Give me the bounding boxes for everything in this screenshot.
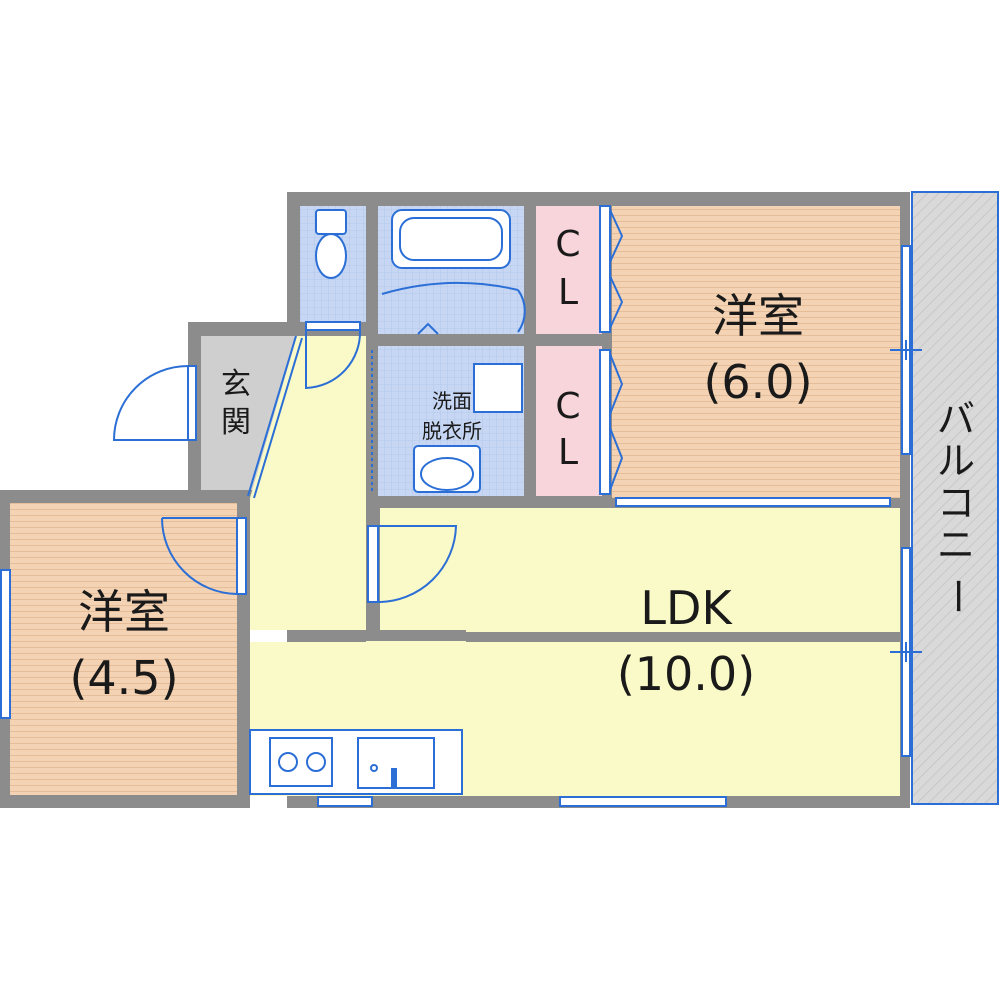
ldk-door-leaf xyxy=(367,525,379,603)
balcony-char-1: バ xyxy=(937,397,975,441)
fixtures xyxy=(249,209,526,795)
washroom-label-bottom: 脱衣所 xyxy=(422,419,482,443)
partition-wall xyxy=(366,630,466,641)
balcony-char-5: ー xyxy=(935,577,979,615)
western-room-small-floor xyxy=(10,503,237,795)
closet-lower-label-top: C xyxy=(555,386,580,427)
window-small-room-west xyxy=(0,569,11,719)
wash-basin-bowl xyxy=(420,457,474,491)
toilet-bowl xyxy=(315,233,347,279)
balcony-char-2: ル xyxy=(937,439,975,483)
entrance-label-top: 玄 xyxy=(221,367,251,402)
closet-upper-label-bottom: L xyxy=(558,272,578,313)
sink-drain xyxy=(370,764,378,772)
bathtub-inner xyxy=(399,217,503,261)
closet-upper-door xyxy=(599,205,611,333)
window-kitchen-south xyxy=(317,796,373,807)
closet-upper-floor xyxy=(536,206,602,334)
western-room-large-size: (6.0) xyxy=(703,355,812,409)
small-room-door-arc xyxy=(161,517,238,595)
western-room-small-name: 洋室 xyxy=(78,585,170,639)
ldk-name: LDK xyxy=(640,581,733,635)
balcony-char-4: ニ xyxy=(937,523,975,567)
western-room-large-floor xyxy=(612,206,900,498)
entrance-label-bottom: 関 xyxy=(221,405,251,440)
toilet-door-arc xyxy=(305,329,362,390)
entrance-shoe-door-inner xyxy=(253,337,303,499)
western-room-large-name: 洋室 xyxy=(712,289,804,343)
closet-lower-door xyxy=(599,349,611,495)
hallway-floor xyxy=(250,336,366,630)
bath-floor-arc xyxy=(381,281,519,295)
balcony-area xyxy=(911,191,999,805)
window-ldk-south xyxy=(559,796,727,807)
window-ticks xyxy=(890,340,922,662)
bath-door-arc xyxy=(517,289,526,333)
closet-upper-label-top: C xyxy=(555,224,580,265)
washroom-label-top: 洗面 xyxy=(432,389,472,413)
ldk-door-arc xyxy=(377,525,458,603)
entrance-shoe-door xyxy=(247,335,297,497)
window-large-room-south xyxy=(615,497,891,507)
closet-upper-door-marks xyxy=(609,209,624,329)
entrance-door-leaf xyxy=(187,365,197,441)
bath-entry-marker xyxy=(417,322,439,335)
toilet-door-leaf xyxy=(305,321,361,331)
burner-left xyxy=(278,752,298,772)
closet-lower-floor xyxy=(536,346,602,496)
burner-right xyxy=(306,752,326,772)
washing-machine xyxy=(473,363,523,413)
sink-faucet xyxy=(391,768,397,788)
ldk-size: (10.0) xyxy=(617,647,755,701)
balcony-char-3: コ xyxy=(937,481,975,525)
doors xyxy=(112,205,624,603)
closet-lower-door-marks xyxy=(609,353,624,491)
entrance-door-arc xyxy=(112,365,189,441)
western-room-small-size: (4.5) xyxy=(69,651,178,705)
small-room-door-leaf xyxy=(236,517,247,595)
closet-lower-label-bottom: L xyxy=(558,432,578,473)
toilet-tank xyxy=(315,209,347,235)
ldk-floor-upper xyxy=(380,508,900,632)
